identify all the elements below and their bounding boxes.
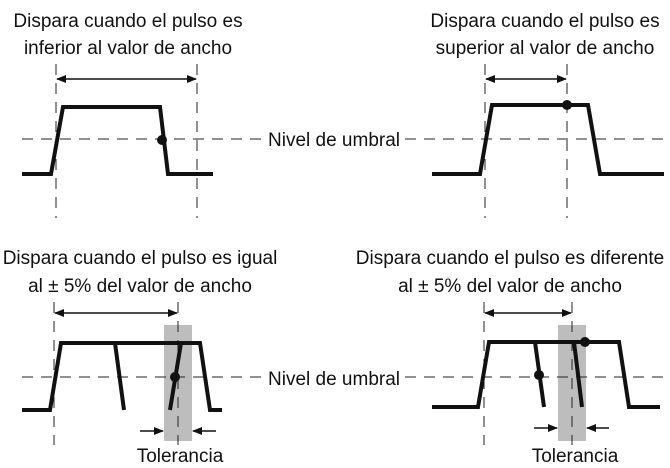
short-pulse-falling-edge [113, 342, 126, 411]
pulse-waveform [432, 340, 660, 409]
panel-caption-line2: al ± 5% del valor de ancho [398, 276, 622, 297]
panel-caption-line1: Dispara cuando el pulso es igual [3, 248, 278, 269]
nominal-falling-edge [572, 341, 584, 408]
panel-caption-line1: Dispara cuando el pulso es [430, 11, 659, 32]
pulse-waveform [432, 103, 664, 176]
panel-caption-line2: al ± 5% del valor de ancho [28, 276, 252, 297]
trigger-point-dot [580, 337, 590, 347]
trigger-point-dot [562, 100, 572, 110]
trigger-point-dot [170, 372, 180, 382]
threshold-label-bg [265, 127, 403, 151]
tolerance-label: Tolerancia [137, 446, 224, 467]
trigger-point-dot [157, 135, 167, 145]
threshold-label-bg [265, 366, 403, 390]
threshold-label-top: Nivel de umbral [268, 130, 400, 151]
panel-pulse-less-than-width: Dispara cuando el pulso es inferior al v… [13, 11, 262, 218]
panel-caption-line1: Dispara cuando el pulso es diferente [356, 248, 664, 269]
pulse-waveform [22, 341, 222, 412]
pulse-waveform [22, 105, 213, 176]
panel-caption-line2: superior al valor de ancho [436, 38, 655, 59]
tolerance-label: Tolerancia [532, 446, 619, 467]
panel-caption-line1: Dispara cuando el pulso es [13, 11, 242, 32]
threshold-label-bottom: Nivel de umbral [268, 369, 400, 390]
panel-pulse-equal-to-width: Dispara cuando el pulso es igual al ± 5%… [3, 248, 278, 467]
panel-pulse-different-from-width: Dispara cuando el pulso es diferente al … [356, 248, 668, 467]
panel-caption-line2: inferior al valor de ancho [24, 38, 232, 59]
panel-pulse-greater-than-width: Dispara cuando el pulso es superior al v… [405, 11, 668, 218]
trigger-point-dot [534, 370, 544, 380]
